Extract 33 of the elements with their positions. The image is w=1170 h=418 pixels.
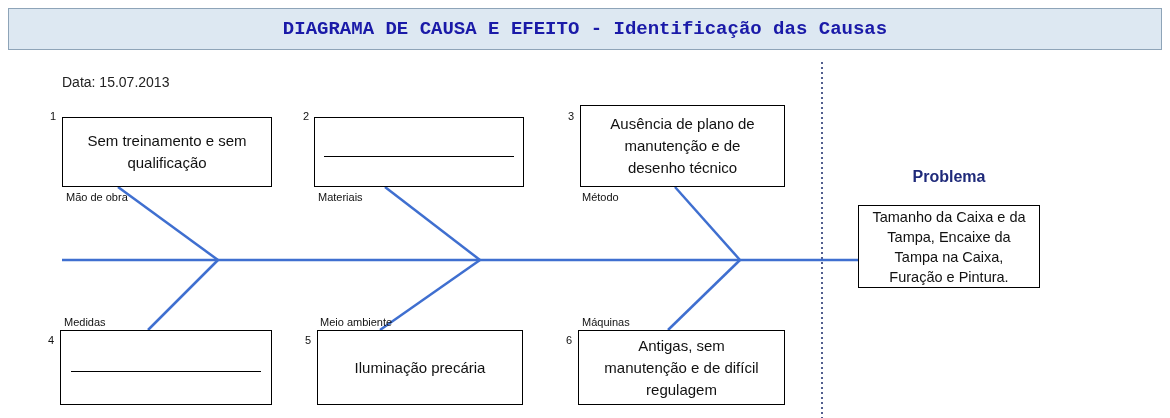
cause-text: Ausência de plano de manutenção e de desenho técnico <box>609 114 756 178</box>
cause-box <box>60 330 272 405</box>
bone-line <box>379 258 481 332</box>
category-label: Meio ambiente <box>320 316 393 328</box>
cause-number: 3 <box>568 110 575 122</box>
cause-text: Iluminação precária <box>353 357 487 378</box>
category-label: Método <box>582 191 619 203</box>
cause-box <box>317 330 523 405</box>
bone-line <box>674 186 741 261</box>
cause-box <box>580 105 785 187</box>
cause-box <box>62 117 272 187</box>
bone-line <box>147 259 219 331</box>
problem-heading: Problema <box>911 168 987 186</box>
category-label: Mão de obra <box>66 191 128 203</box>
category-label: Máquinas <box>582 316 630 328</box>
bone-line <box>117 186 219 261</box>
bone-line <box>384 186 481 261</box>
spine-line <box>62 258 858 262</box>
cause-number: 4 <box>48 334 55 346</box>
cause-number: 2 <box>303 110 310 122</box>
cause-number: 6 <box>566 334 573 346</box>
cause-text: Sem treinamento e sem qualificação <box>86 131 248 173</box>
bone-line <box>667 259 741 331</box>
cause-box <box>314 117 524 187</box>
category-label: Materiais <box>318 191 363 203</box>
title: DIAGRAMA DE CAUSA E EFEITO - Identificação das Causas <box>282 18 888 40</box>
cause-number: 1 <box>50 110 57 122</box>
date-label: Data: 15.07.2013 <box>62 74 170 90</box>
problem-text: Tamanho da Caixa e da Tampa, Encaixe da Tampa na Caixa, Furação e Pintura. <box>871 207 1027 287</box>
category-label: Medidas <box>64 316 106 328</box>
cause-box <box>578 330 785 405</box>
cause-text: Antigas, sem manutenção e de difícil regulagem <box>603 335 760 400</box>
cause-number: 5 <box>305 334 312 346</box>
